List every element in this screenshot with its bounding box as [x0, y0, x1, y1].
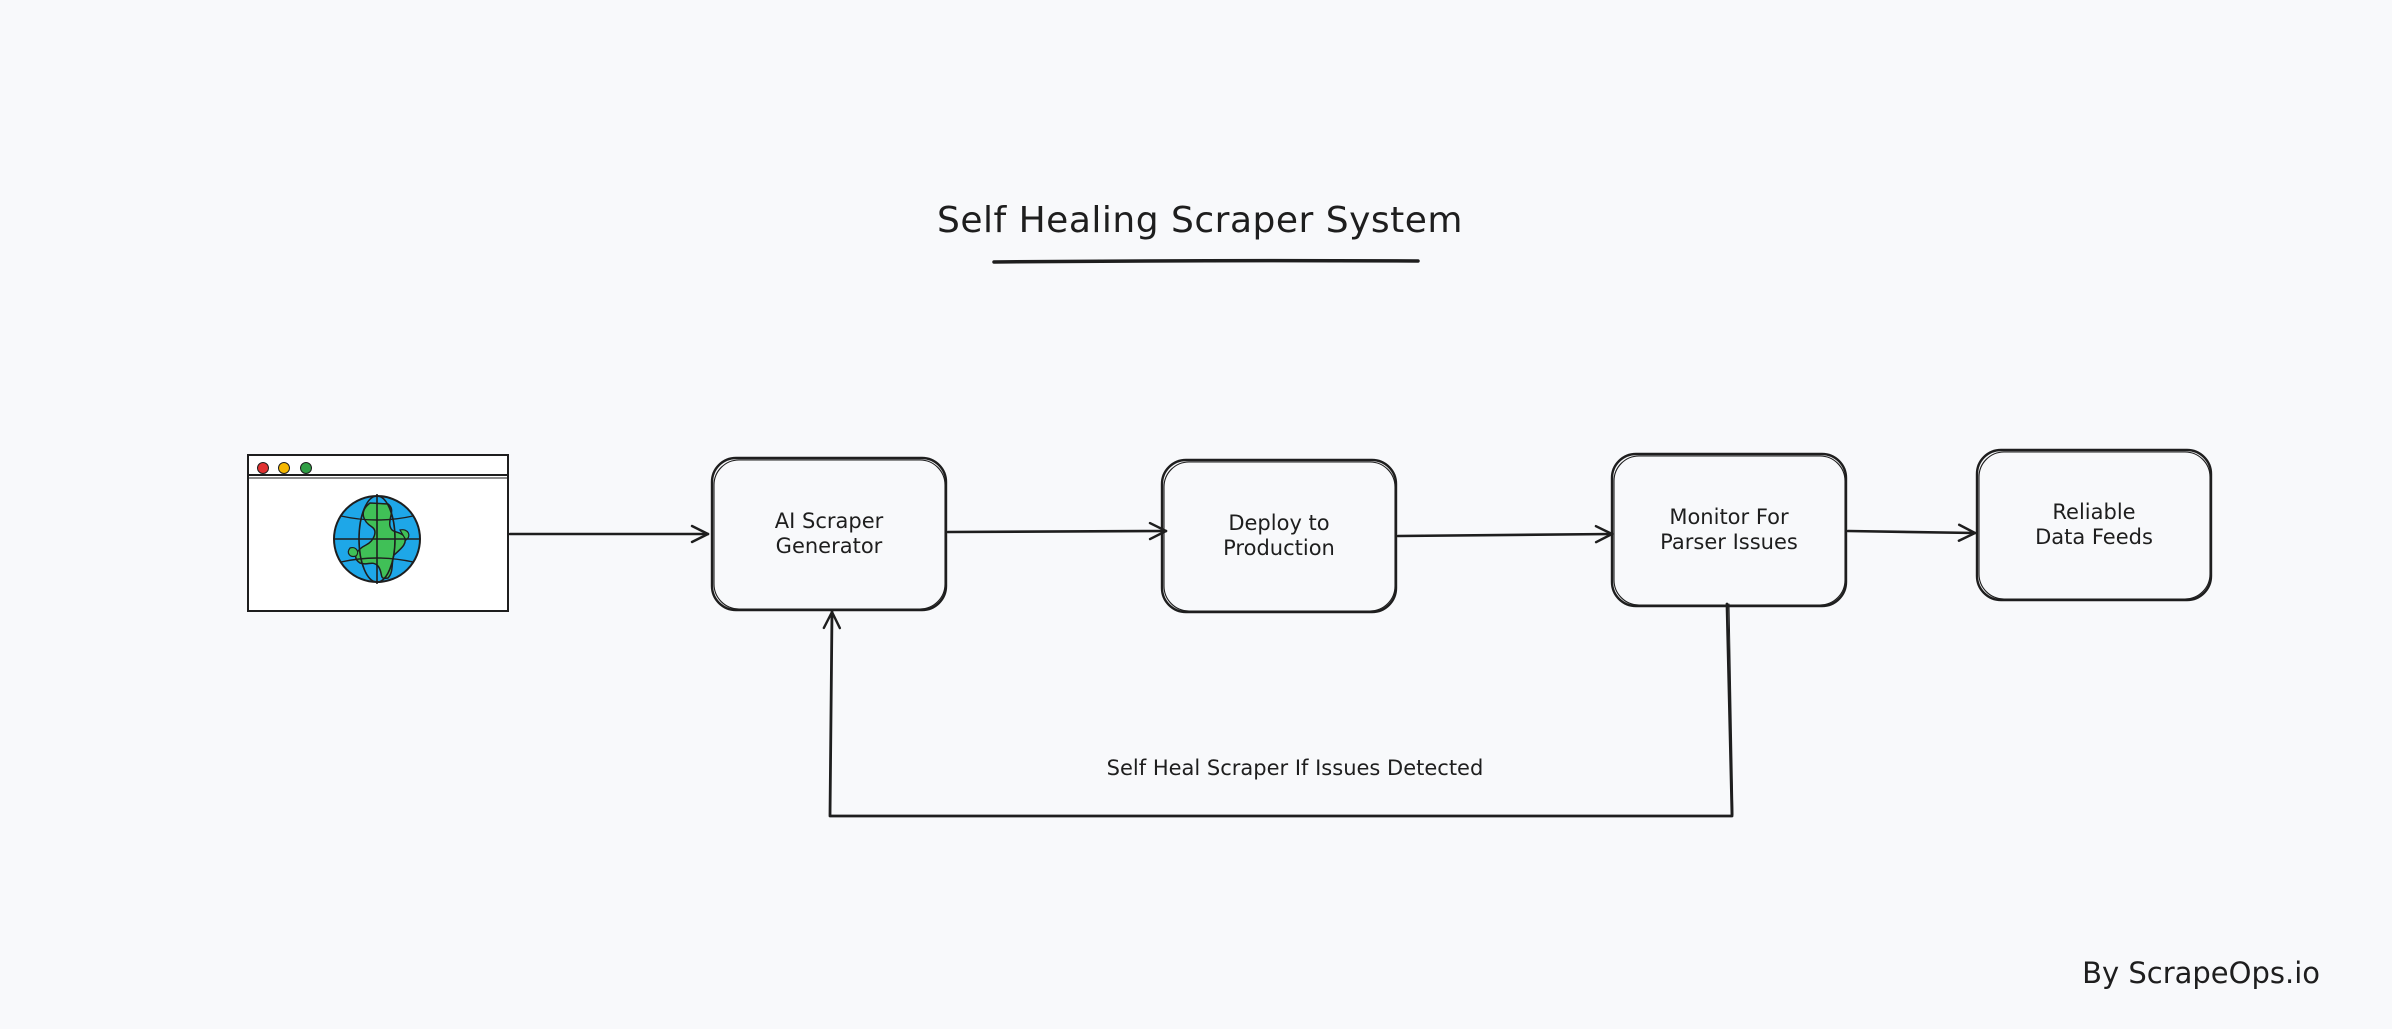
window-dot-red: [257, 462, 269, 474]
window-dot-yellow: [278, 462, 290, 474]
title-underline: [992, 258, 1420, 264]
window-dot-green: [300, 462, 312, 474]
node-label-generator: AI Scraper Generator: [774, 509, 884, 558]
node-box-feeds[interactable]: [1975, 448, 2213, 602]
arrow-generator-to-deploy: [946, 521, 1168, 541]
credit-text: By ScrapeOps.io: [2082, 956, 2320, 990]
node-label-feeds: Reliable Data Feeds: [2035, 500, 2153, 549]
node-label-deploy: Deploy to Production: [1223, 511, 1335, 560]
diagram-title: Self Healing Scraper System: [936, 200, 1463, 241]
globe-icon: [333, 494, 421, 584]
node-box-generator[interactable]: [710, 456, 948, 612]
node-label-monitor: Monitor For Parser Issues: [1660, 505, 1798, 554]
browser-window-globe-icon: [247, 454, 509, 612]
arrow-deploy-to-monitor: [1396, 524, 1614, 544]
self-heal-loop-label: Self Heal Scraper If Issues Detected: [1106, 756, 1484, 780]
arrow-self-heal-loop: [822, 602, 1734, 818]
arrow-monitor-to-feeds: [1846, 523, 1977, 542]
